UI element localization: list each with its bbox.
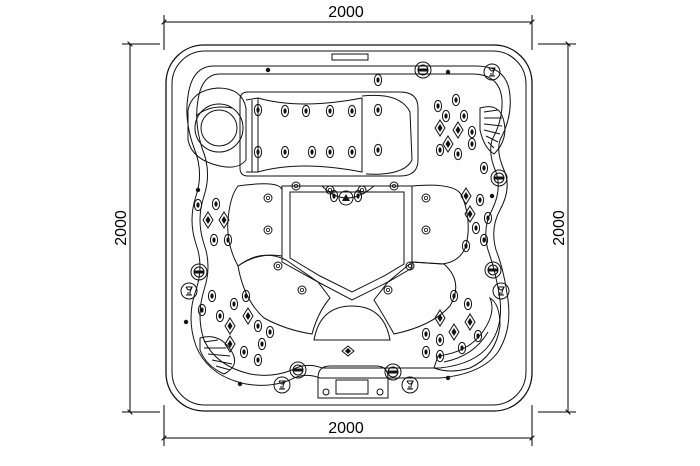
bottom-right-jets <box>421 289 483 363</box>
dimension-left: 2000 <box>113 41 160 415</box>
cup-holder-icon <box>180 282 198 300</box>
cup-holder-icon <box>401 376 419 394</box>
tub-rim <box>186 65 511 386</box>
footrest-bottom <box>313 305 391 341</box>
rotary-valve-icon <box>414 61 432 79</box>
rotary-valves <box>190 61 508 381</box>
cup-holder-icon <box>273 376 291 394</box>
side-pillow-right <box>479 106 506 155</box>
dimension-top-label: 2000 <box>328 4 364 21</box>
rotary-valve-icon <box>490 169 508 187</box>
right-jets <box>433 93 493 253</box>
led-lights <box>183 67 495 387</box>
center-top-jets <box>329 189 363 206</box>
spa-shell <box>165 44 533 412</box>
dimension-bottom: 2000 <box>161 405 535 446</box>
lounger-seat <box>239 91 419 177</box>
side-pillow-left <box>199 336 236 375</box>
neck-pillow <box>187 87 247 168</box>
dimension-top: 2000 <box>161 4 535 50</box>
seat-bottom-left <box>237 254 331 335</box>
cup-holder-icon <box>483 63 501 81</box>
dimension-right: 2000 <box>538 41 576 415</box>
center-well <box>281 185 413 301</box>
seat-bottom-right <box>373 261 457 335</box>
dimension-left-label: 2000 <box>113 210 130 246</box>
corner-channel <box>433 296 501 372</box>
lounger-jets <box>253 73 383 159</box>
bottom-center-jet <box>341 345 355 357</box>
dimension-bottom-label: 2000 <box>328 420 364 437</box>
dimension-right-label: 2000 <box>551 210 568 246</box>
control-panel <box>317 365 389 399</box>
seat-left <box>227 183 283 267</box>
seat-right <box>411 184 469 265</box>
